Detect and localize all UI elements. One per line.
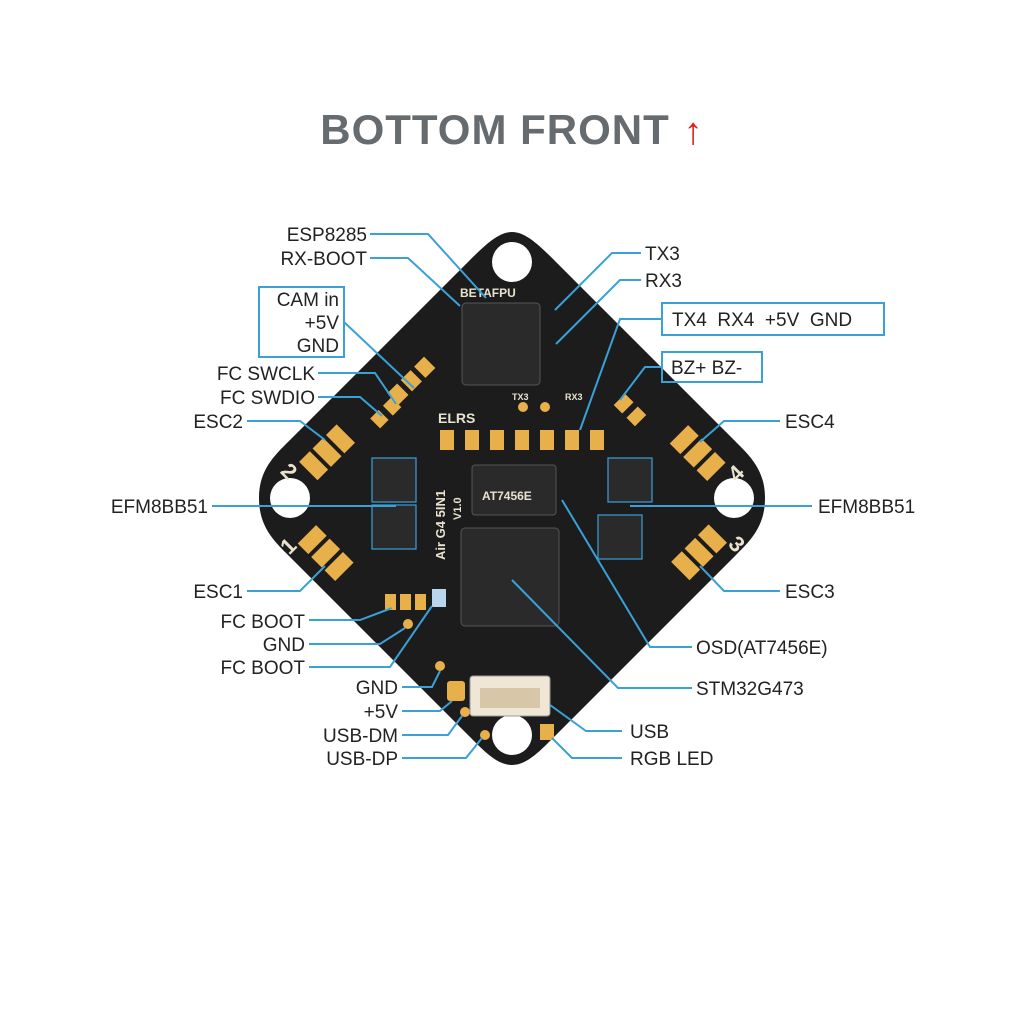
buzzer-pads (613, 393, 647, 427)
esc1-pads (297, 525, 354, 581)
leader-esc4 (699, 420, 780, 443)
label-gnd-1: GND (263, 635, 305, 656)
leader-usb (549, 704, 622, 732)
tx3-pad (518, 402, 528, 412)
efm-chip-right-a (607, 457, 653, 503)
label-efm-right: EFM8BB51 (818, 497, 915, 518)
fc-boot-pad-a (385, 594, 396, 610)
mount-hole-right (714, 478, 754, 518)
uart4-pad-row (440, 430, 604, 450)
label-rgb-led: RGB LED (630, 749, 713, 770)
leader-gnd-2 (402, 670, 441, 688)
leader-rx-boot (370, 257, 461, 307)
rx3-pad (540, 402, 550, 412)
esc3-pads (671, 524, 727, 581)
label-rx-boot: RX-BOOT (280, 249, 367, 270)
label-efm-left: EFM8BB51 (111, 497, 208, 518)
rgb-led-pad (540, 724, 554, 740)
elrs-silkscreen: ELRS (438, 410, 475, 426)
leader-fc-boot-2 (309, 605, 433, 668)
label-esc3: ESC3 (785, 582, 835, 603)
fc-boot-via (403, 619, 413, 629)
leader-fc-boot-1 (309, 607, 393, 621)
flight-controller-board: 1 2 3 4 BETAFPU ELRS (259, 232, 765, 765)
callout-labels: ESP8285 RX-BOOT TX3 RX3 CAM in +5V GND T… (111, 225, 915, 770)
osd-chip (471, 464, 557, 516)
esc4-pads (669, 425, 726, 481)
label-plus5v: +5V (364, 702, 399, 723)
leader-fc-swclk (318, 372, 397, 405)
label-esc4: ESC4 (785, 412, 835, 433)
cam-pads (387, 356, 436, 405)
label-usb: USB (630, 722, 669, 743)
leader-tx3 (554, 252, 641, 311)
leader-esc2 (247, 420, 326, 441)
label-cam-in: CAM in (277, 290, 339, 311)
usb-connector-inner (480, 688, 540, 708)
usb-dp-pad (480, 730, 490, 740)
swd-pads (370, 397, 402, 429)
leader-buzzer (619, 366, 662, 401)
boot-button (432, 589, 446, 607)
efm-chip-left-a (371, 457, 417, 503)
leader-osd (561, 499, 692, 648)
label-buzzer: BZ+ BZ- (671, 358, 742, 379)
usb-dm-pad (460, 707, 470, 717)
leader-plus5v (402, 700, 453, 712)
leader-esc3 (699, 565, 780, 592)
osd-chip-text: AT7456E (482, 489, 532, 503)
efm-chip-left-b (371, 504, 417, 550)
esp8285-chip (461, 302, 541, 386)
leader-usb-dp (402, 737, 483, 759)
label-osd: OSD(AT7456E) (696, 638, 828, 659)
fc-boot-pad-c (415, 594, 426, 610)
leader-cam (343, 321, 415, 389)
rx3-silkscreen: RX3 (565, 392, 583, 402)
stm32-chip (460, 527, 560, 627)
label-fc-swclk: FC SWCLK (217, 364, 316, 385)
title-text: BOTTOM FRONT (320, 106, 670, 153)
leader-rgb-led (551, 737, 622, 759)
label-cam-5v: +5V (305, 313, 340, 334)
label-usb-dm: USB-DM (323, 726, 398, 747)
label-esp8285: ESP8285 (287, 225, 367, 246)
leader-esc1 (247, 565, 326, 592)
label-usb-dp: USB-DP (326, 749, 398, 770)
leader-rx3 (555, 279, 641, 345)
mount-hole-left (270, 478, 310, 518)
esc2-pads (299, 424, 355, 481)
leader-fc-swdio (318, 396, 383, 417)
usb-gnd-pad (435, 661, 445, 671)
mount-hole-bottom (492, 715, 532, 755)
label-gnd-2: GND (356, 678, 398, 699)
brand-silkscreen: BETAFPU (460, 286, 516, 300)
leader-esp8285 (370, 233, 487, 299)
label-rx3: RX3 (645, 271, 682, 292)
leader-lines (212, 233, 885, 759)
fc-boot-pad-b (400, 594, 411, 610)
label-fc-boot-2: FC BOOT (221, 658, 306, 679)
usb-5v-pad (447, 681, 465, 701)
tx3-silkscreen: TX3 (512, 392, 529, 402)
label-tx3: TX3 (645, 244, 680, 265)
label-stm32: STM32G473 (696, 679, 804, 700)
label-fc-swdio: FC SWDIO (220, 388, 315, 409)
label-fc-boot-1: FC BOOT (221, 612, 306, 633)
label-cam-gnd: GND (297, 336, 339, 357)
up-arrow-icon: ↑ (683, 111, 704, 153)
label-esc1: ESC1 (193, 582, 243, 603)
leader-gnd-1 (309, 627, 406, 645)
efm-chip-right-b (597, 514, 643, 560)
mount-hole-top (492, 242, 532, 282)
version-silkscreen: V1.0 (452, 497, 464, 520)
label-esc2: ESC2 (193, 412, 243, 433)
model-silkscreen: Air G4 5IN1 (433, 490, 448, 560)
label-uart4: TX4 RX4 +5V GND (672, 310, 852, 331)
diagram-title: BOTTOM FRONT ↑ (0, 106, 1024, 154)
leader-uart4 (579, 318, 662, 431)
leader-usb-dm (402, 715, 463, 736)
leader-stm32 (511, 579, 692, 689)
